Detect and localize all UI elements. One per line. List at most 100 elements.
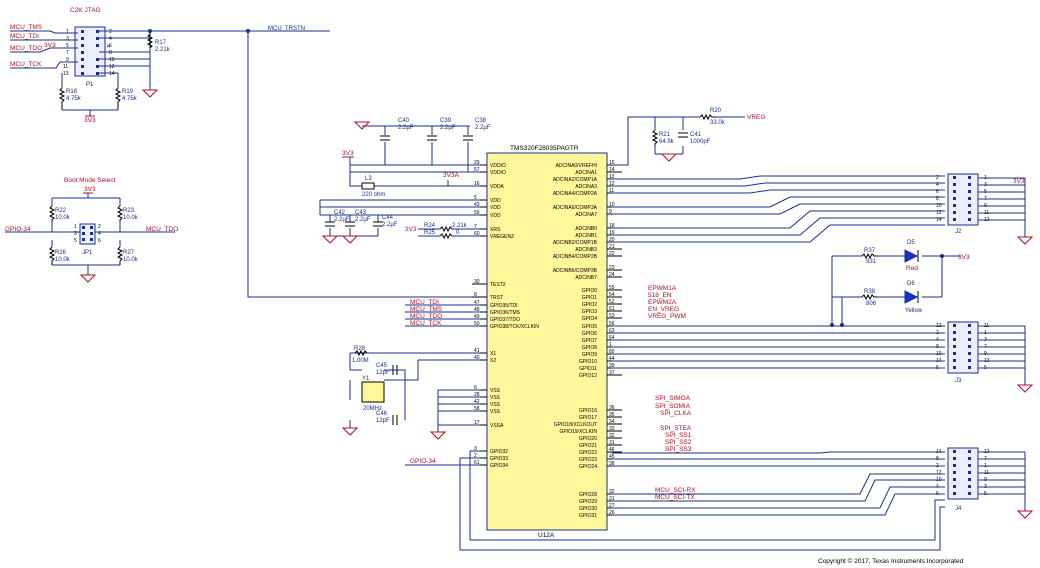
j4-pin-pad: [968, 457, 971, 460]
r25-value: 0: [456, 230, 460, 236]
vdd-gnd-2: [341, 235, 359, 244]
j4-pin-left: 12: [936, 470, 942, 476]
j3-pin-pad: [968, 331, 971, 334]
mcu-right-pin-name: GPIO4: [582, 316, 598, 322]
r37-ref: R37: [864, 248, 876, 254]
jp1-pin: 2: [98, 224, 101, 230]
mcu-left-pin-number: 42: [474, 399, 480, 405]
net-sci-rx: MCU_SCI-RX: [655, 487, 696, 494]
jtag-net-tms: MCU_TMS: [10, 24, 43, 31]
j2-gnd: [1016, 236, 1034, 245]
r27-value: 10.0k: [123, 257, 139, 263]
boot-gnd-symbol: [79, 274, 97, 283]
mcu-right-pin-number: 51: [609, 306, 615, 312]
mcu-right-pin-number: 10: [609, 202, 615, 208]
j2-ref: J2: [955, 229, 962, 235]
jtag-3v3-rail: 3V3: [84, 117, 96, 124]
d5-color: Red: [906, 265, 918, 272]
j2-pin-pad: [968, 218, 971, 221]
boot-tdo-net: MCU_TDO: [146, 226, 178, 233]
jtag-pins: [81, 30, 99, 75]
r18-value: 4.75k: [66, 96, 82, 102]
j2-3v3-rail: 3V3: [1013, 178, 1025, 185]
r28-resistor: [354, 349, 368, 357]
d5-ref: D5: [907, 240, 915, 246]
c38-ref: C38: [475, 118, 487, 124]
boot-title: Boot Mode Select: [64, 177, 116, 184]
jp1-pin: 4: [98, 231, 101, 237]
c44-cap: [373, 221, 383, 227]
j4-pin-pad: [968, 492, 971, 495]
j2-pin-left: 14: [936, 217, 942, 223]
mcu-right-pin-name: GPIO1: [582, 295, 598, 301]
mcu-right-pin-name: ADCINB4/COMP2B: [553, 254, 598, 260]
mcu-left-pin-number: 30: [474, 279, 480, 285]
mcu-left-pin-number: 43: [474, 202, 480, 208]
r17-value: 2.21k: [155, 47, 171, 53]
mcu-right-pin-name: ADCINB1: [575, 233, 597, 239]
c45-ref: C45: [376, 363, 388, 369]
c44-value: 2.2µF: [382, 222, 398, 228]
mcu-left-pin-number: 3: [474, 446, 477, 452]
mcu-right-pin-number: 80: [609, 349, 615, 355]
j4-pin-pad: [968, 450, 971, 453]
c41-cap: [678, 132, 688, 138]
mcu-left-pin-number: 49: [474, 314, 480, 320]
j2-pin-left: 4: [936, 182, 939, 188]
mcu-right-pin-number: 26: [609, 510, 615, 516]
mcu-right-pin-number: 14: [609, 167, 615, 173]
mcu-left-pin-number: 58: [474, 406, 480, 412]
mcu-body: [486, 152, 608, 531]
vdda-rail: 3V3A: [443, 172, 460, 179]
net-spi-ss1: SPI_SS1: [665, 432, 692, 439]
mcu-left-pin-number: 59: [474, 210, 480, 216]
j3-pin-pad: [953, 359, 956, 362]
jtag-pin-right: 6: [109, 43, 112, 49]
jp1-pins: [82, 226, 93, 241]
jtag-pin-left: 1: [66, 29, 69, 35]
l3-ref: L3: [365, 176, 372, 182]
mcu-part-number: TMS320F28035PAGTR: [510, 145, 579, 152]
j3-ref: J3: [955, 378, 962, 384]
mcu-left-pin-name: VDDIO: [490, 170, 506, 176]
c43-ref: C43: [355, 210, 367, 216]
j2-pin-left: 12: [936, 210, 942, 216]
mcu-right-pin-number: 19: [609, 230, 615, 236]
d5-led: [904, 249, 919, 263]
r17-ref: R17: [155, 40, 167, 46]
d6-ref: D6: [907, 281, 915, 287]
j4-pin-pad: [953, 492, 956, 495]
mcu-left-pin-name: TEST2: [490, 282, 506, 288]
mcu-left-pin-name: GPIO33: [490, 456, 508, 462]
mcu-net-tck: MCU_TCK: [410, 320, 442, 327]
jtag-section: C2K JTAG 1 3 5 7 9 11 13 2 4 6 8 10 12 1…: [10, 7, 480, 298]
sci-bus-wires: [612, 473, 945, 516]
net-spi-somia: SPI_SOMIA: [655, 403, 691, 410]
mcu-left-pin-number: 16: [474, 181, 480, 187]
net-epwm1a: EPWM1A: [648, 285, 677, 292]
mcu-jtag-wires: [405, 304, 480, 466]
mcu-net-tdi: MCU_TDI: [410, 299, 439, 306]
mcu-right-pin-name: GPIO5: [582, 324, 598, 330]
r22-ref: R22: [55, 208, 67, 214]
decoupling-gnd: [353, 121, 371, 130]
j2-pin-pad: [968, 197, 971, 200]
mcu-right-pin-name: GPIO31: [579, 513, 597, 519]
l3-value: 220 ohm: [362, 192, 385, 198]
mcu-right-pin-name: GPIO21: [579, 443, 597, 449]
mcu-left-pin-number: 17: [474, 420, 480, 426]
jtag-pin-left: 9: [66, 57, 69, 63]
d6-led: [904, 290, 919, 304]
mcu-right-pin-name: GPIO24: [579, 464, 597, 470]
r20-ref: R20: [710, 108, 722, 114]
mcu-left-pin-name: VSS: [490, 395, 501, 401]
mcu-right-pin-name: GPIO8: [582, 345, 598, 351]
jp1-ref: JP1: [82, 250, 93, 256]
r38-ref: R38: [864, 289, 876, 295]
mcu-right-pin-number: 18: [609, 223, 615, 229]
j3-gnd: [1016, 384, 1034, 393]
net-sci-tx: MCU_SCI-TX: [655, 494, 695, 501]
j2-pin-pad: [953, 190, 956, 193]
r19-ref: R19: [122, 89, 134, 95]
j2-pin-pad: [968, 183, 971, 186]
